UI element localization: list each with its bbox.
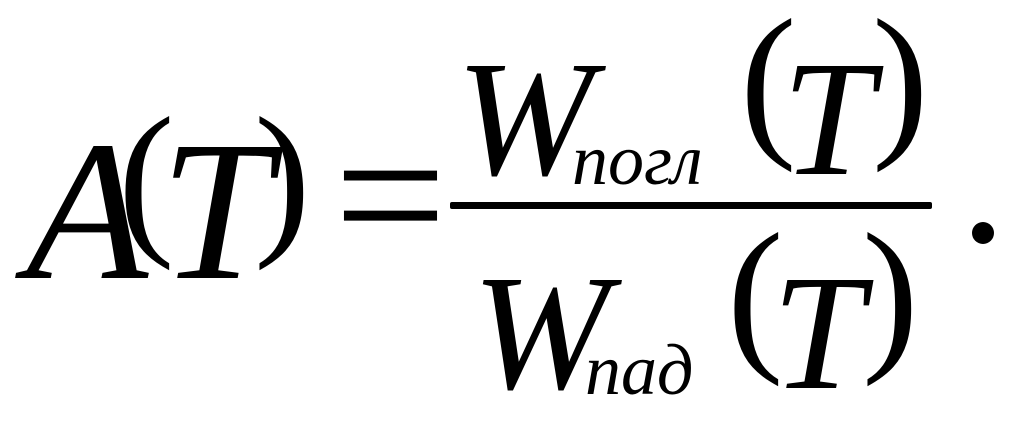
lhs-open-paren: ( <box>118 83 175 271</box>
lhs-argument: T <box>160 101 272 322</box>
lhs-function-symbol: A <box>26 101 149 322</box>
lhs-close-paren: ) <box>254 83 311 271</box>
denominator-argument: T <box>772 241 864 424</box>
terminal-period: . <box>972 222 994 244</box>
numerator-subscript: погл <box>572 120 703 200</box>
terminal-period-text: . <box>972 222 973 223</box>
denominator-open-paren: ( <box>727 199 784 387</box>
equals-sign: = <box>334 85 447 306</box>
fraction-bar <box>450 202 932 209</box>
denominator-close-paren: ) <box>862 199 919 387</box>
numerator-symbol: W <box>456 27 594 210</box>
denominator-subscript: пад <box>585 330 694 410</box>
numerator-close-paren: ) <box>872 0 929 173</box>
denominator-symbol: W <box>472 241 610 424</box>
numerator-argument: T <box>782 27 874 210</box>
numerator-open-paren: ( <box>740 0 797 173</box>
